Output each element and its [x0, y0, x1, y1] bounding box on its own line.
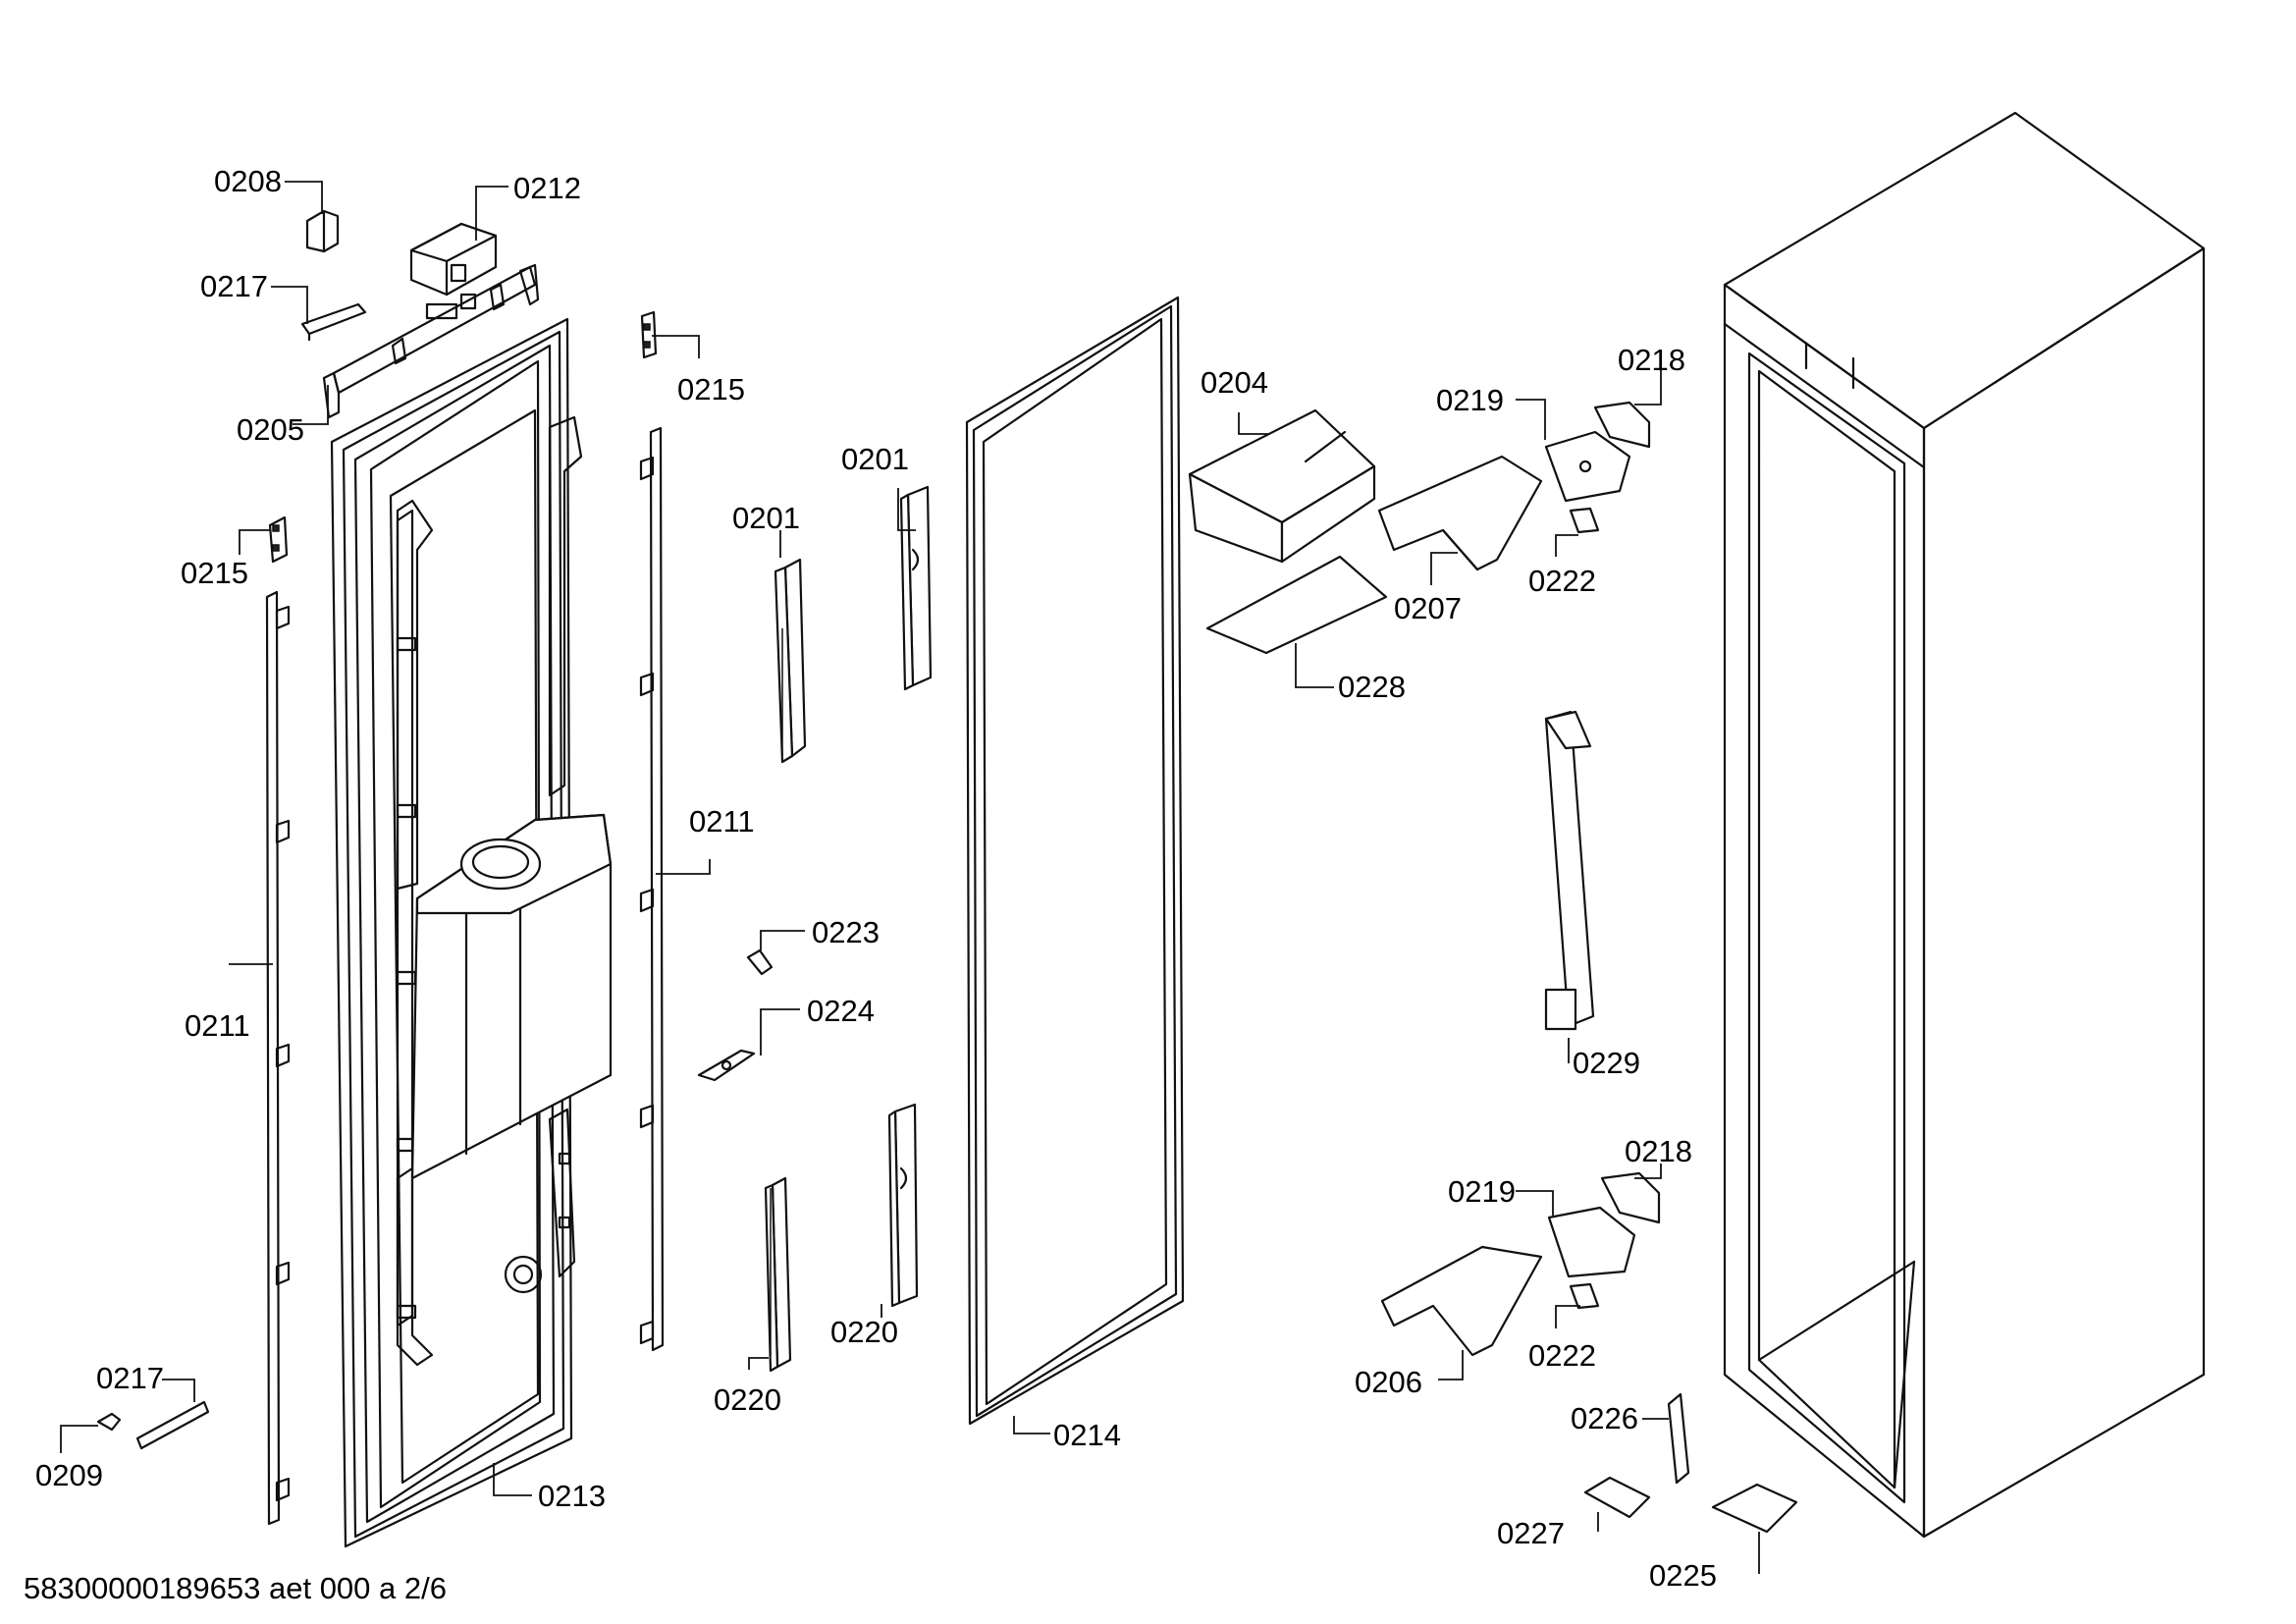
- bracket-0201-a: [774, 558, 807, 764]
- label-0215-right: 0215: [677, 372, 745, 406]
- bracket-0218-top: [1593, 401, 1651, 449]
- label-0206: 0206: [1355, 1365, 1422, 1399]
- bracket-0225: [1711, 1483, 1798, 1534]
- label-0222-bottom: 0222: [1528, 1338, 1596, 1373]
- label-0211-right: 0211: [689, 804, 755, 839]
- handle-0229: [1544, 710, 1595, 1031]
- bracket-0201-b: [899, 485, 933, 691]
- plate-0224: [697, 1049, 756, 1082]
- label-0205: 0205: [237, 412, 304, 447]
- clip-0227: [1583, 1476, 1651, 1519]
- label-0228: 0228: [1338, 670, 1406, 704]
- label-0204: 0204: [1201, 365, 1268, 400]
- door-seal-strip-right: [639, 426, 665, 1352]
- label-0212: 0212: [513, 171, 581, 205]
- strip-0217-bottom: [135, 1400, 210, 1450]
- clip-0222-top: [1569, 507, 1600, 534]
- clip-0223: [746, 948, 774, 976]
- label-0215-left: 0215: [181, 556, 248, 590]
- label-0219-top: 0219: [1436, 383, 1504, 417]
- hinge-0206: [1380, 1245, 1543, 1357]
- label-0209: 0209: [35, 1458, 103, 1492]
- label-0201-b: 0201: [841, 442, 909, 476]
- label-0219-bottom: 0219: [1448, 1174, 1516, 1209]
- sheet-0228: [1205, 555, 1388, 655]
- label-0213: 0213: [538, 1479, 606, 1513]
- label-0226: 0226: [1571, 1401, 1638, 1435]
- label-0220-a: 0220: [714, 1382, 781, 1417]
- bracket-0218-bottom: [1600, 1171, 1661, 1224]
- clip-0209: [96, 1412, 122, 1432]
- label-0214: 0214: [1053, 1418, 1121, 1452]
- plate-0219-top: [1544, 430, 1631, 503]
- cover-0212: [409, 222, 498, 297]
- label-0217-bottom: 0217: [96, 1361, 164, 1395]
- door-assembly: [330, 317, 613, 1548]
- label-0208: 0208: [214, 164, 282, 198]
- part-labels: 0208 0212 0217 0205 0215 0215 0211 0211 …: [35, 164, 1717, 1593]
- label-0211-left: 0211: [185, 1008, 250, 1043]
- bracket-0220-b: [887, 1103, 919, 1308]
- document-reference: 58300000189653 aet 000 a 2/6: [24, 1571, 447, 1605]
- bracket-0220-a: [764, 1176, 792, 1373]
- label-0220-b: 0220: [830, 1315, 898, 1349]
- refrigerator-cabinet: [1723, 111, 2206, 1539]
- bracket-0226: [1667, 1392, 1690, 1485]
- label-0201-a: 0201: [732, 501, 800, 535]
- plate-0219-bottom: [1547, 1206, 1636, 1278]
- clip-0215-left: [268, 515, 289, 564]
- label-0223: 0223: [812, 915, 880, 949]
- strip-0217-top: [300, 302, 367, 342]
- clip-0215-right: [640, 310, 658, 359]
- cap-0208: [305, 209, 340, 253]
- hinge-0207: [1377, 455, 1543, 571]
- label-0222-top: 0222: [1528, 564, 1596, 598]
- label-0217-top: 0217: [200, 269, 268, 303]
- label-0218-bottom: 0218: [1625, 1134, 1692, 1168]
- door-gasket: [965, 296, 1185, 1426]
- label-0207: 0207: [1394, 591, 1462, 625]
- label-0225: 0225: [1649, 1558, 1717, 1593]
- door-seal-strip-left: [265, 590, 291, 1526]
- door-bin-0204: [1188, 408, 1376, 564]
- label-0218-top: 0218: [1618, 343, 1685, 377]
- top-hinge-bracket: [322, 263, 540, 419]
- label-0224: 0224: [807, 994, 875, 1028]
- clip-0222-bottom: [1569, 1282, 1600, 1310]
- leader-lines: [60, 181, 1760, 1574]
- label-0227: 0227: [1497, 1516, 1565, 1550]
- label-0229: 0229: [1573, 1046, 1640, 1080]
